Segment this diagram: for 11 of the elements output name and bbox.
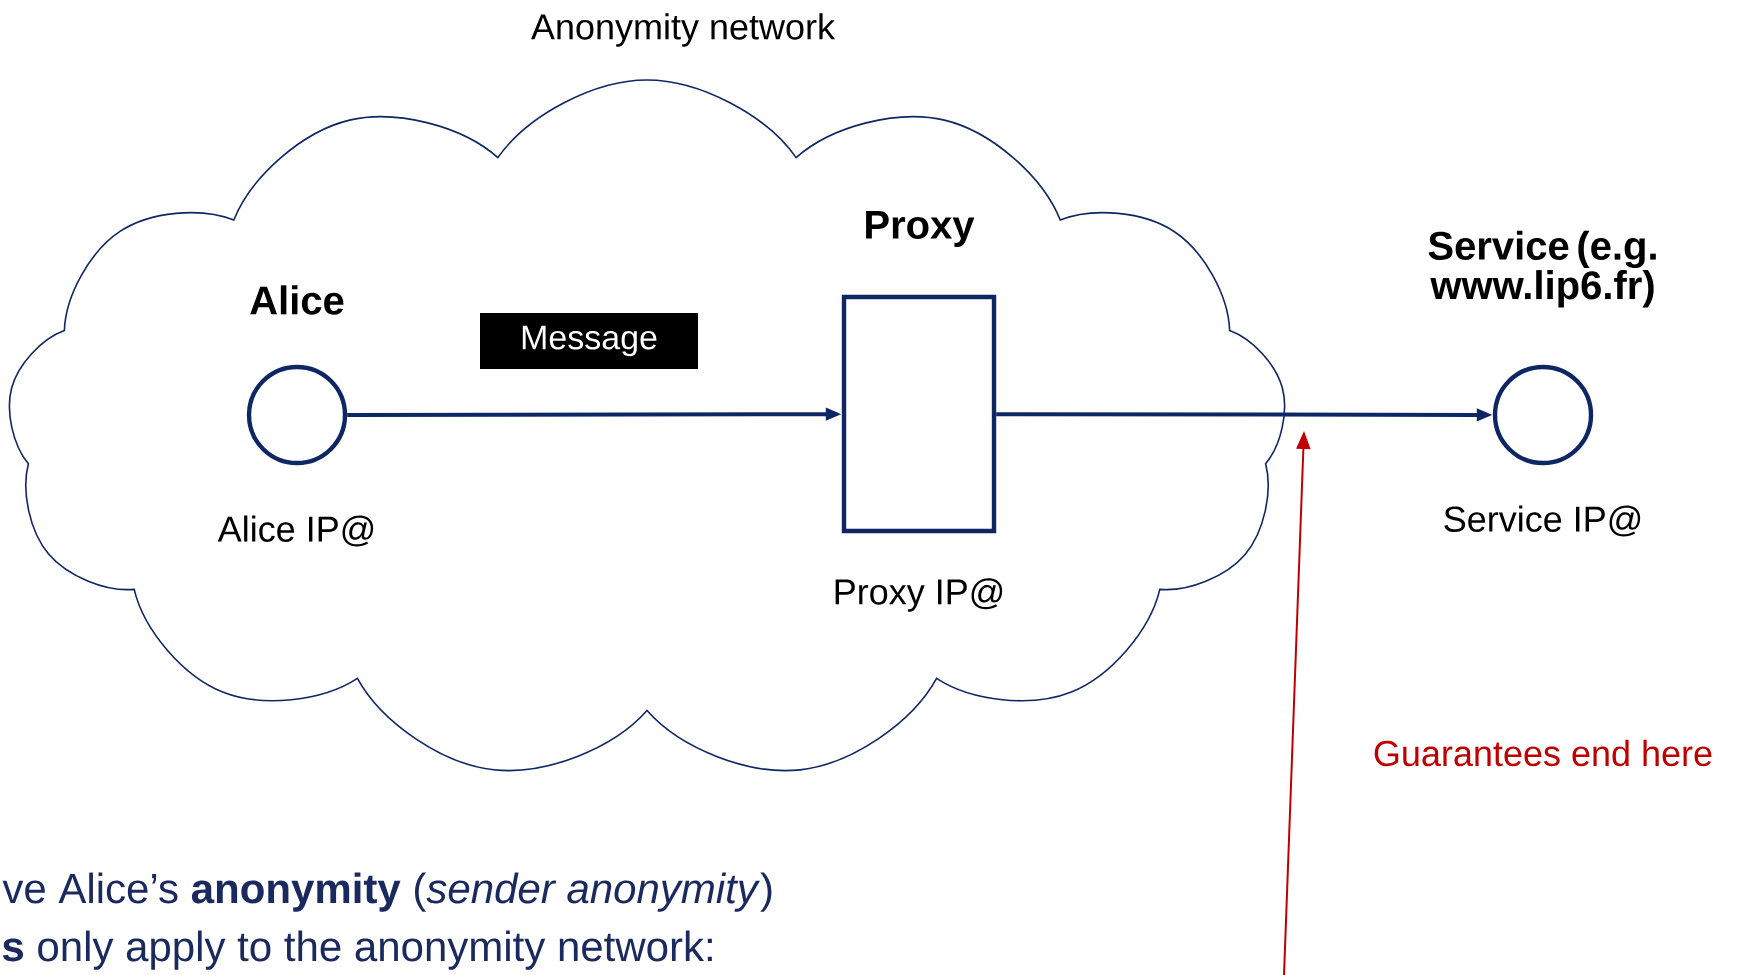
address-label: Proxy IP@ xyxy=(835,578,1003,612)
warning-text: Guarantees end here xyxy=(1374,739,1712,767)
body-text: ve Alice’s anonymity (sender anonymity) xyxy=(2,872,772,912)
node-label: Alice xyxy=(250,285,344,315)
cloud-title: Anonymity network xyxy=(531,13,836,47)
node-label: Proxy xyxy=(866,211,975,247)
node-label: Service (e.g. www.lip6.fr) xyxy=(1428,230,1656,308)
message-tag: Message xyxy=(480,313,698,369)
address-label: Service IP@ xyxy=(1444,505,1641,537)
address-label: Alice IP@ xyxy=(217,515,374,547)
body-text: s only apply to the anonymity network: xyxy=(2,930,712,970)
